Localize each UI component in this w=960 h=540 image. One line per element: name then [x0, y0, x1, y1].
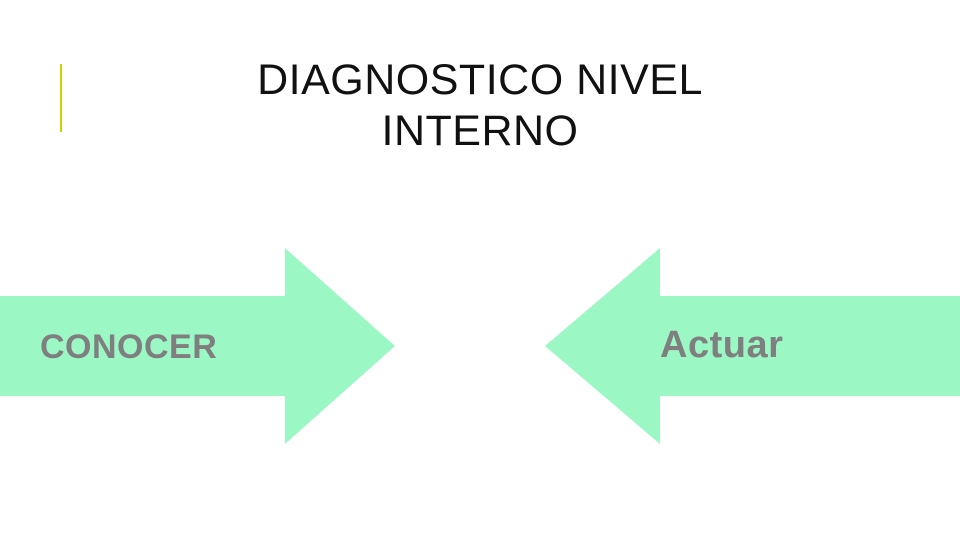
right-arrow-shape: [0, 248, 395, 444]
page-title: DIAGNOSTICO NIVEL INTERNO: [120, 55, 840, 156]
left-arrow-shape: [545, 248, 960, 444]
left-arrow-icon: [545, 248, 960, 444]
arrow-diagram: [0, 248, 960, 444]
label-actuar: Actuar: [660, 324, 784, 366]
label-conocer: CONOCER: [40, 328, 218, 366]
page-title-line-2: INTERNO: [381, 106, 579, 155]
page-title-line-1: DIAGNOSTICO NIVEL: [257, 56, 703, 104]
right-arrow-icon: [0, 248, 395, 444]
title-accent-bar: [60, 64, 62, 132]
